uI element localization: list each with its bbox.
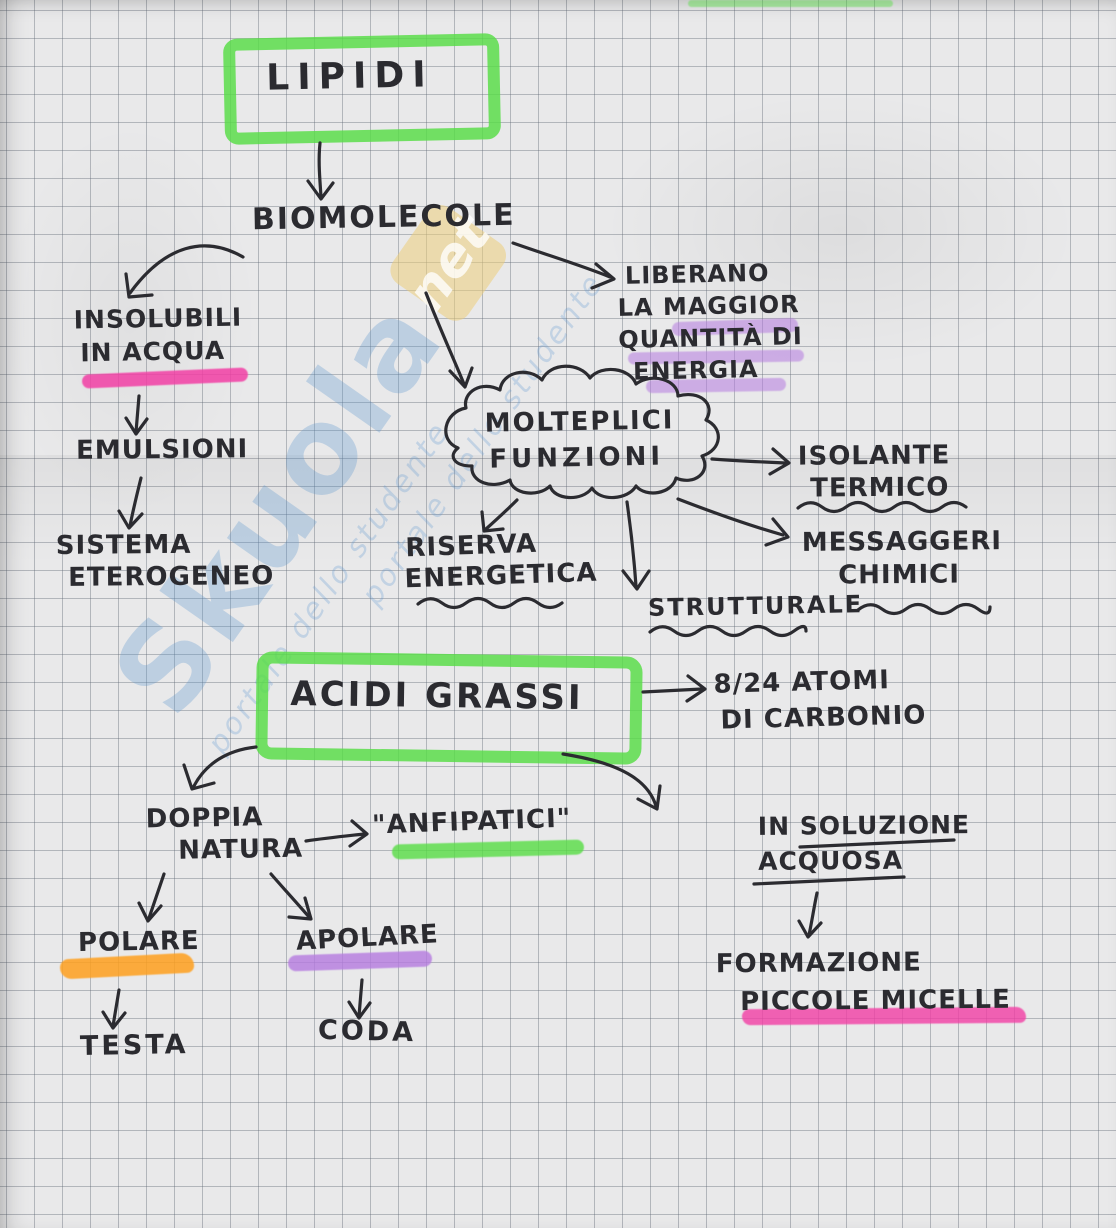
node-acidi-grassi: ACIDI GRASSI	[290, 673, 584, 719]
arrow-apolare-coda	[357, 978, 364, 1018]
arrowhead	[590, 262, 616, 290]
arrowhead	[182, 763, 216, 791]
arrow-natura-apolare	[269, 872, 311, 919]
arrow-biomolecole-insolubili	[128, 244, 245, 295]
arrowhead	[448, 366, 474, 389]
node-lipidi: LIPIDI	[223, 33, 477, 120]
node-funzioni: MOLTEPLICI FUNZIONI	[484, 405, 675, 475]
arrowhead	[480, 510, 505, 533]
node-liberano: LIBERANO LA MAGGIOR QUANTITÀ DI ENERGIA	[617, 258, 804, 386]
underline-strutturale	[648, 624, 808, 638]
arrow-soluzione-formazione	[807, 891, 819, 937]
arrow-insolubili-emulsioni	[134, 394, 141, 434]
arrowhead	[768, 447, 791, 476]
node-emulsioni: EMULSIONI	[75, 434, 249, 466]
node-riserva: RISERVA ENERGETICA	[404, 528, 599, 595]
underline-chimici	[856, 602, 992, 616]
arrow-lipidi-biomolecole	[317, 141, 323, 199]
node-atomi: 8/24 ATOMI DI CARBONIO	[713, 665, 927, 736]
node-polare: POLARE	[77, 925, 200, 959]
arrowhead	[348, 819, 369, 848]
node-insolubili: INSOLUBILI IN ACQUA	[73, 302, 243, 368]
node-biomolecole: BIOMOLECOLE	[251, 197, 516, 238]
node-coda: CODA	[317, 1014, 417, 1049]
arrowhead	[124, 272, 154, 299]
arrow-funzioni-messaggeri	[676, 497, 785, 537]
node-lipidi-label: LIPIDI	[265, 54, 435, 99]
green-highlight-anfipatici	[391, 839, 585, 860]
marker-bleed-strip	[688, 0, 893, 7]
arrowhead	[685, 674, 707, 703]
arrow-natura-anfipatici	[304, 832, 366, 843]
arrowhead	[306, 179, 335, 201]
node-isolante: ISOLANTE TERMICO	[797, 440, 951, 504]
arrowhead	[137, 901, 163, 923]
arrowhead	[621, 569, 651, 591]
node-messaggeri: MESSAGGERI CHIMICI	[801, 526, 1003, 591]
arrowhead	[797, 919, 823, 939]
arrowhead	[764, 517, 790, 547]
arrowhead	[287, 896, 313, 921]
arrowhead	[124, 416, 149, 436]
pink-highlight-in-acqua	[81, 367, 249, 389]
arrow-funzioni-strutturale	[625, 500, 638, 588]
node-formazione: FORMAZIONE PICCOLE MICELLE	[715, 947, 1011, 1018]
arrow-doppia-polare	[147, 872, 166, 920]
node-sistema: SISTEMA ETEROGENEO	[55, 529, 275, 593]
arrow-acidi-atomi	[641, 687, 704, 694]
arrow-acidi-doppia	[192, 745, 258, 788]
underline-energetica	[416, 596, 564, 610]
arrow-biomolecole-liberano	[511, 241, 612, 279]
arrow-funzioni-riserva	[484, 498, 519, 531]
arrowhead	[117, 509, 144, 530]
node-doppia-natura: DOPPIA NATURA	[145, 802, 304, 866]
node-testa: TESTA	[79, 1029, 189, 1062]
arrow-funzioni-isolante	[710, 457, 788, 465]
arrow-polare-testa	[111, 988, 121, 1028]
arrowhead	[101, 1010, 127, 1030]
arrow-biomolecole-funzioni	[424, 291, 466, 386]
arrow-emulsioni-sistema	[128, 476, 143, 528]
node-anfipatici: "ANFIPATICI"	[371, 803, 572, 841]
node-strutturale: STRUTTURALE	[647, 590, 864, 622]
arrowhead	[636, 784, 662, 811]
node-in-soluzione: IN SOLUZIONE ACQUOSA	[757, 810, 971, 876]
